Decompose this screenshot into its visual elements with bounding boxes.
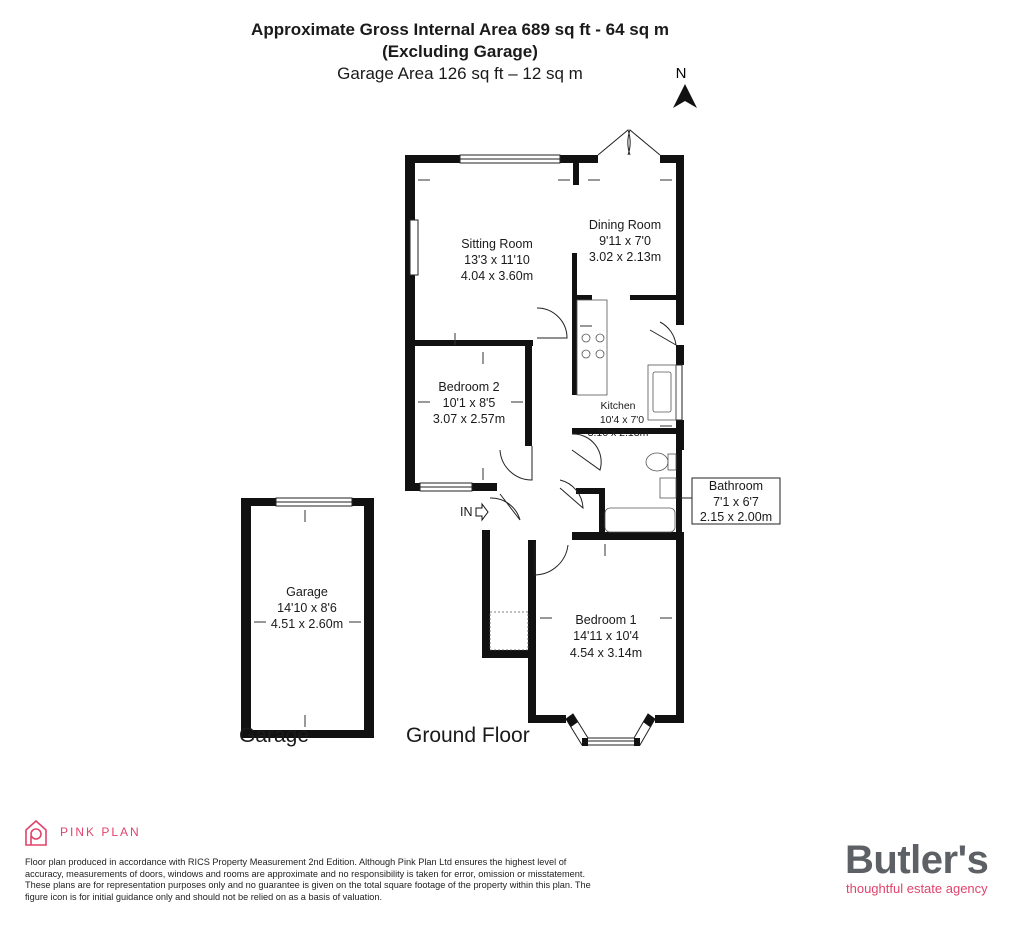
garage-name: Garage bbox=[286, 585, 328, 599]
room-labels: Sitting Room 13'3 x 11'10 4.04 x 3.60m D… bbox=[271, 218, 772, 660]
garage-area: Garage Area 126 sq ft – 12 sq m bbox=[337, 64, 583, 83]
bedroom-1-name: Bedroom 1 bbox=[575, 613, 636, 627]
dining-room-imperial: 9'11 x 7'0 bbox=[599, 234, 651, 248]
dining-room-metric: 3.02 x 2.13m bbox=[589, 250, 661, 264]
garage-imperial: 14'10 x 8'6 bbox=[277, 601, 337, 615]
walls bbox=[241, 155, 684, 738]
area-title: Approximate Gross Internal Area 689 sq f… bbox=[251, 20, 669, 39]
entrance-arrow-icon bbox=[475, 502, 489, 522]
bedroom-2-metric: 3.07 x 2.57m bbox=[433, 412, 505, 426]
bathroom-callout bbox=[691, 477, 781, 525]
sitting-room-name: Sitting Room bbox=[461, 237, 533, 251]
doors bbox=[489, 129, 677, 576]
bedroom-2-name: Bedroom 2 bbox=[438, 380, 499, 394]
bathroom-imperial: 7'1 x 6'7 bbox=[713, 495, 759, 509]
bay-window-frame bbox=[566, 714, 655, 746]
area-subtitle: (Excluding Garage) bbox=[382, 42, 538, 61]
bedroom-2-imperial: 10'1 x 8'5 bbox=[443, 396, 496, 410]
sitting-room-imperial: 13'3 x 11'10 bbox=[464, 253, 530, 267]
bathroom-metric: 2.15 x 2.00m bbox=[700, 510, 772, 524]
sitting-room-metric: 4.04 x 3.60m bbox=[461, 269, 533, 283]
kitchen-metric: 3.16 x 2.13m bbox=[588, 427, 649, 439]
kitchen-imperial: 10'4 x 7'0 bbox=[600, 414, 644, 426]
pink-plan-logo-icon bbox=[25, 819, 47, 846]
garage-metric: 4.51 x 2.60m bbox=[271, 617, 343, 631]
agent-logo-text: Butler's bbox=[845, 838, 989, 882]
disclaimer-text: Floor plan produced in accordance with R… bbox=[25, 857, 591, 902]
agent-tagline: thoughtful estate agency bbox=[846, 881, 988, 896]
bedroom-1-metric: 4.54 x 3.14m bbox=[570, 646, 642, 660]
garage-floor-label: Garage bbox=[239, 724, 309, 747]
kitchen-name: Kitchen bbox=[600, 400, 635, 412]
north-label: N bbox=[676, 65, 687, 82]
north-arrow-icon: N bbox=[673, 65, 697, 108]
pink-plan-brand: PINK PLAN bbox=[60, 825, 141, 839]
dimension-ticks bbox=[254, 179, 672, 727]
fixtures bbox=[489, 299, 677, 651]
bathroom-name: Bathroom bbox=[709, 479, 763, 493]
bedroom-1-imperial: 14'11 x 10'4 bbox=[573, 629, 639, 643]
ground-floor-label: Ground Floor bbox=[406, 724, 530, 747]
dining-room-name: Dining Room bbox=[589, 218, 661, 232]
entrance-label: IN bbox=[460, 505, 473, 519]
